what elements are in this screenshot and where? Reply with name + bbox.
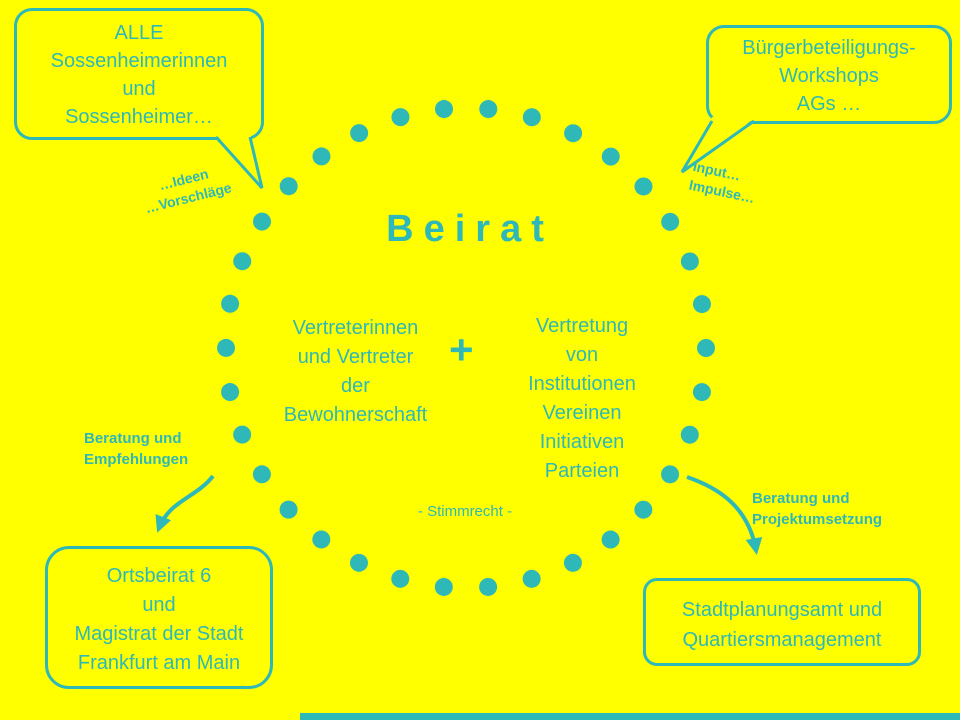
label-ideen-vorschlaege: …Ideen …Vorschläge	[123, 156, 249, 222]
box-stadtplanungsamt-line: Stadtplanungsamt und	[681, 599, 883, 621]
bubble-workshops-line: AGs …	[796, 93, 862, 115]
bubble-sossenheimer-line: ALLE	[114, 22, 164, 44]
group-bewohnerschaft-line: der	[341, 375, 370, 397]
group-institutionen-line: Vereinen	[542, 402, 622, 424]
bottom-accent-bar	[300, 713, 960, 720]
curved-arrow-right-icon	[686, 475, 763, 555]
box-ortsbeirat-line: Magistrat der Stadt	[74, 623, 244, 645]
box-ortsbeirat-line: und	[142, 594, 176, 616]
label-beratung-empfehlungen: Beratung und Empfehlungen	[84, 428, 214, 470]
label-beratung-empfehlungen-line: Empfehlungen	[84, 451, 189, 468]
label-input-impulse: Input… Impulse…	[687, 157, 802, 217]
group-institutionen-line: Vertretung	[535, 315, 629, 337]
plus-sign: +	[449, 326, 474, 373]
diagram-title: Beirat	[386, 208, 554, 250]
label-beratung-empfehlungen-line: Beratung und	[84, 430, 182, 447]
group-institutionen: Vertretung von Institutionen Vereinen In…	[492, 312, 672, 486]
group-bewohnerschaft-line: Vertreterinnen	[292, 317, 419, 339]
label-beratung-projektumsetzung-line: Beratung und	[752, 490, 850, 507]
bubble-workshops-line: Bürgerbeteiligungs-	[742, 37, 916, 59]
group-institutionen-line: Initiativen	[539, 431, 625, 453]
bubble-sossenheimer-line: Sossenheimer…	[65, 106, 213, 128]
bubble-workshops-line: Workshops	[779, 65, 879, 87]
bubble-sossenheimer-line: und	[122, 78, 156, 100]
bubble-sossenheimer: ALLE Sossenheimerinnen und Sossenheimer…	[14, 8, 264, 140]
box-stadtplanungsamt: Stadtplanungsamt und Quartiersmanagement	[643, 578, 921, 666]
box-stadtplanungsamt-line: Quartiersmanagement	[682, 629, 882, 651]
bubble-sossenheimer-line: Sossenheimerinnen	[50, 50, 228, 72]
box-ortsbeirat: Ortsbeirat 6 und Magistrat der Stadt Fra…	[45, 546, 273, 689]
group-institutionen-line: von	[565, 344, 599, 366]
group-institutionen-line: Parteien	[544, 460, 620, 482]
box-ortsbeirat-line: Frankfurt am Main	[77, 652, 241, 674]
box-ortsbeirat-line: Ortsbeirat 6	[106, 565, 212, 587]
curved-arrow-left-icon	[155, 474, 215, 533]
label-beratung-projektumsetzung: Beratung und Projektumsetzung	[752, 488, 912, 530]
group-bewohnerschaft-line: Bewohnerschaft	[283, 404, 428, 426]
group-bewohnerschaft: Vertreterinnen und Vertreter der Bewohne…	[248, 314, 463, 430]
group-bewohnerschaft-line: und Vertreter	[297, 346, 414, 368]
bubble-workshops: Bürgerbeteiligungs- Workshops AGs …	[706, 25, 952, 124]
label-beratung-projektumsetzung-line: Projektumsetzung	[752, 511, 883, 528]
stimmrecht-note: - Stimmrecht -	[417, 503, 513, 520]
group-institutionen-line: Institutionen	[528, 373, 636, 395]
